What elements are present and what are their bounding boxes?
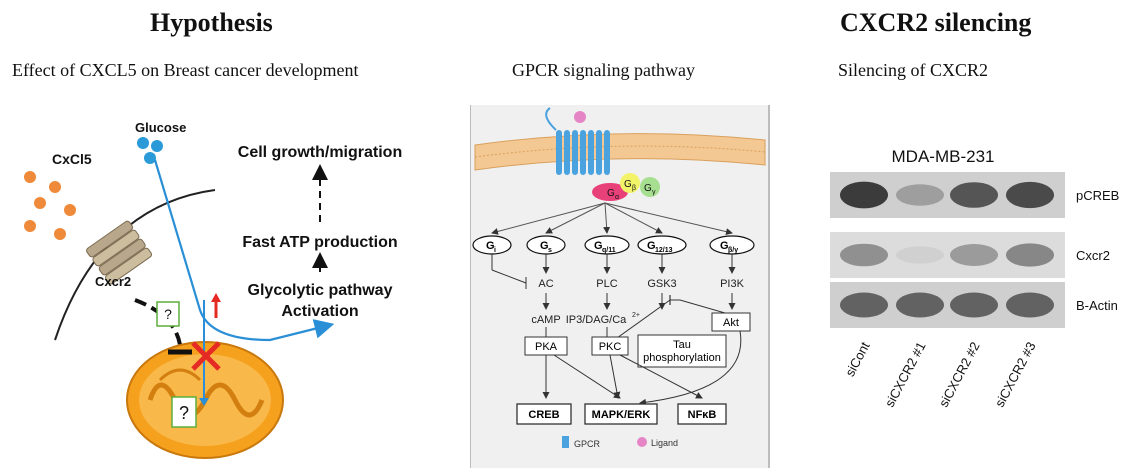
node-nfkb-box	[677, 403, 727, 425]
svg-text:γ: γ	[652, 189, 656, 196]
svg-text:β/γ: β/γ	[728, 247, 738, 254]
g-beta-label: G	[624, 179, 632, 190]
blot-band	[950, 244, 998, 266]
glycolytic-label-line1: Glycolytic pathway	[248, 282, 393, 299]
svg-text:s: s	[548, 247, 552, 254]
svg-text:2+: 2+	[632, 312, 640, 319]
blot-band	[896, 292, 944, 318]
cxcr2-receptor-icon	[86, 220, 153, 285]
node-tau-line1: Tau	[673, 339, 691, 351]
glucose-label: Glucose	[135, 120, 186, 135]
gpcr-legend: GPCR Ligand	[562, 436, 678, 449]
g-gamma-icon	[640, 177, 660, 197]
blot-row-label: pCREB	[1076, 188, 1119, 203]
blot-band	[1006, 292, 1054, 318]
g-protein-fan-arrows	[491, 202, 733, 236]
glycolytic-label-line2: Activation	[281, 303, 358, 320]
question-box-1	[156, 301, 180, 327]
blot-row-cxcr2: Cxcr2	[830, 232, 1110, 278]
node-mapk-box	[584, 403, 658, 425]
membrane-bilayer	[474, 133, 766, 171]
hypothesis-subtitle: Effect of CXCL5 on Breast cancer develop…	[12, 60, 359, 80]
gpcr-receptor-icon	[545, 107, 610, 175]
blot-band	[1006, 243, 1054, 267]
node-camp: cAMP	[531, 314, 560, 326]
blot-band	[840, 243, 888, 267]
node-mapk: MAPK/ERK	[592, 409, 651, 421]
question-mark-2: ?	[179, 403, 189, 423]
svg-text:G: G	[720, 240, 729, 252]
svg-text:G: G	[647, 240, 656, 252]
svg-text:q/11: q/11	[602, 247, 616, 254]
node-nfkb: NFκB	[688, 409, 717, 421]
blot-row-pcreb: pCREB	[830, 172, 1119, 218]
g-beta-icon	[620, 173, 640, 193]
blot-band	[896, 246, 944, 264]
hypothesis-diagram: CxCl5 Glucose Cxcr2 ? ?	[24, 120, 402, 459]
node-akt-box	[711, 312, 751, 332]
cell-growth-label: Cell growth/migration	[238, 144, 402, 161]
g-gamma-label: G	[644, 183, 652, 194]
svg-text:G: G	[540, 240, 549, 252]
legend-gpcr-label: GPCR	[574, 439, 601, 449]
atp-label: Fast ATP production	[242, 234, 397, 251]
question-box-2	[171, 396, 197, 428]
g-alpha-label: G	[607, 188, 615, 199]
svg-text:β: β	[632, 185, 636, 192]
node-pi3k: PI3K	[720, 278, 745, 290]
up-arrow-icon	[211, 293, 221, 318]
blot-lane-label: siCXCR2 #1	[882, 339, 929, 409]
ligand-icon	[574, 111, 586, 123]
silencing-heading: CXCR2 silencing	[840, 8, 1032, 37]
node-gsk3: GSK3	[647, 278, 676, 290]
glucose-molecules	[137, 137, 163, 164]
node-pka: PKA	[535, 341, 558, 353]
blot-row-label: B-Actin	[1076, 298, 1118, 313]
node-ac: AC	[538, 278, 553, 290]
legend-ligand-label: Ligand	[651, 438, 678, 448]
cxcr2-label: Cxcr2	[95, 274, 131, 289]
blot-band	[840, 292, 888, 318]
svg-text:α: α	[615, 194, 619, 201]
silencing-subtitle: Silencing of CXCR2	[838, 60, 989, 80]
cxcl5-molecules	[24, 171, 76, 240]
blot-lane-label: siCXCR2 #3	[992, 339, 1039, 409]
blot-band	[896, 184, 944, 206]
blot-row-b-actin: B-Actin	[830, 282, 1118, 328]
svg-text:G: G	[594, 240, 603, 252]
svg-text:i: i	[494, 247, 496, 254]
node-plc: PLC	[596, 278, 617, 290]
svg-text:12/13: 12/13	[655, 247, 673, 254]
blot-band	[950, 182, 998, 208]
question-mark-1: ?	[164, 306, 172, 322]
legend-gpcr-icon	[562, 436, 569, 448]
legend-ligand-icon	[637, 437, 647, 447]
block-cross-icon	[191, 341, 221, 371]
blot-row-label: Cxcr2	[1076, 248, 1110, 263]
node-creb: CREB	[528, 409, 559, 421]
blot-band	[950, 292, 998, 318]
node-akt: Akt	[723, 317, 739, 329]
node-pkc: PKC	[599, 341, 622, 353]
blot-title: MDA-MB-231	[892, 147, 995, 166]
node-tau-box	[637, 334, 727, 368]
blot-lane-label: siCXCR2 #2	[936, 339, 983, 409]
blot-band	[1006, 181, 1054, 209]
node-tau-line2: phosphorylation	[643, 352, 721, 364]
node-creb-box	[516, 403, 572, 425]
svg-text:G: G	[486, 240, 495, 252]
glucose-flow-arrow	[153, 159, 335, 342]
blot-band	[840, 181, 888, 209]
g-alpha-icon	[592, 183, 628, 201]
gpcr-subtitle: GPCR signaling pathway	[512, 60, 695, 80]
hypothesis-heading: Hypothesis	[150, 8, 273, 37]
blot-lane-label: siCont	[842, 339, 873, 379]
node-ip3: IP3/DAG/Ca	[566, 314, 627, 326]
cxcl5-label: CxCl5	[52, 151, 92, 167]
